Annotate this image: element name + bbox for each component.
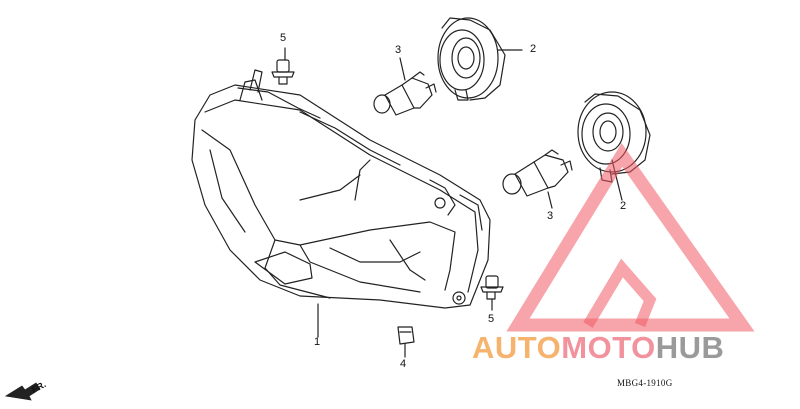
callout-4: 4 <box>400 358 407 370</box>
callout-2-lower: 2 <box>620 200 627 212</box>
callout-1: 1 <box>314 336 321 348</box>
bulb-top <box>373 71 437 116</box>
front-direction-arrow <box>4 382 41 401</box>
callout-5-top: 5 <box>280 32 287 44</box>
leader-line-3a <box>399 57 406 81</box>
screw-top <box>271 59 295 85</box>
watermark-moto: MOTO <box>561 330 656 365</box>
drawing-code: MBG4-1910G <box>617 378 673 388</box>
callout-3-top: 3 <box>395 44 402 56</box>
bulb-lower <box>502 149 573 197</box>
clip <box>397 326 415 345</box>
watermark-auto: AUTO <box>472 330 562 365</box>
watermark-logo <box>506 143 755 332</box>
leader-line-3b <box>547 191 553 209</box>
watermark-hub: HUB <box>655 330 725 365</box>
watermark-text: AUTOMOTOHUB <box>472 330 724 366</box>
callout-5-lower: 5 <box>488 313 495 325</box>
screw-lower <box>480 275 504 300</box>
headlight-assembly <box>191 69 491 309</box>
dust-cover-top <box>437 17 506 101</box>
callout-3-lower: 3 <box>547 210 554 222</box>
callout-2-top: 2 <box>530 43 537 55</box>
